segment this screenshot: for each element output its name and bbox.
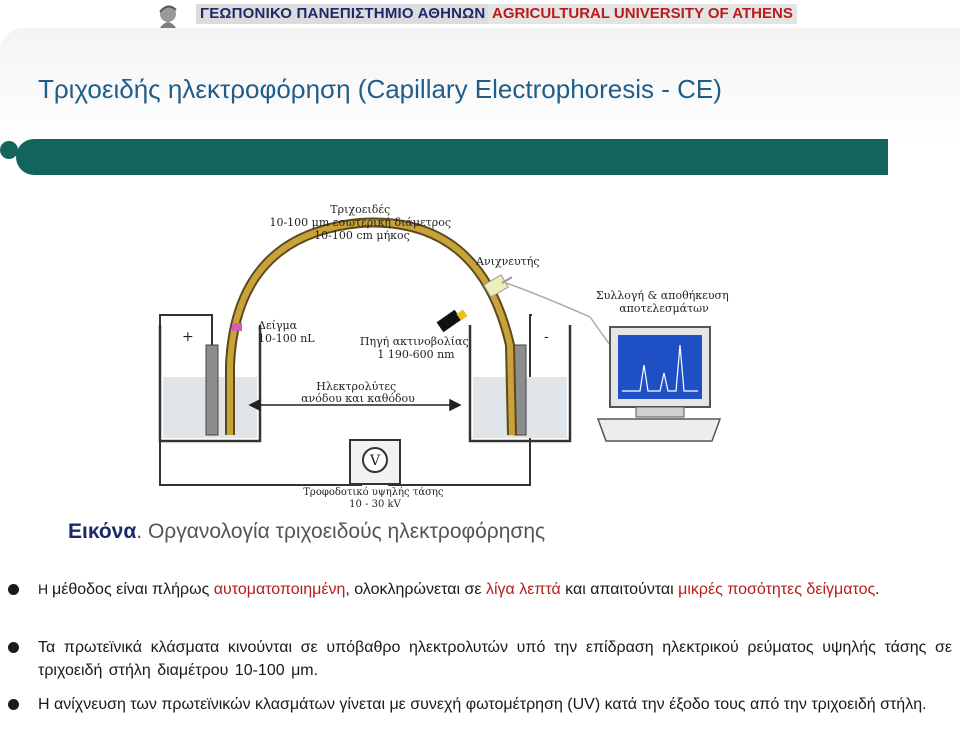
anode-sign: + [182,329,194,345]
bullet-text: Τα πρωτεϊνικά κλάσματα κινούνται σε υπόβ… [38,639,952,679]
detector-cable [505,282,611,346]
caption-prefix: Εικόνα [68,520,137,543]
electrolyte-label: Ηλεκτρολύτες ανόδου και καθόδου [301,380,415,405]
bullet-dot-icon [8,584,19,595]
light-source-label: Πηγή ακτινοβολίας 1 190-600 nm [360,335,472,361]
title-bar [16,139,888,175]
bullet-text: Η μέθοδος είναι πλήρως αυτοματοποιημένη,… [38,578,952,601]
bullet-segment: , ολοκληρώνεται σε [345,581,486,598]
bullet-dot-icon [8,699,19,710]
cathode-beaker [468,325,572,443]
power-supply [349,439,401,485]
title-bar-cap [0,141,18,159]
bullet-highlight: λίγα λεπτά [485,581,561,598]
university-name-english: AGRICULTURAL UNIVERSITY OF ATHENS [488,4,797,24]
bullet-segment: . [875,581,880,598]
slide-title: Τριχοειδής ηλεκτροφόρηση (Capillary Elec… [38,74,722,104]
figure-caption: Εικόνα. Οργανολογία τριχοειδούς ηλεκτροφ… [68,520,545,544]
bullet-3: Η ανίχνευση των πρωτεϊνικών κλασμάτων γί… [8,693,952,716]
anode-beaker [158,325,262,443]
bullet-segment: και απαιτούνται [560,581,679,598]
caption-text: . Οργανολογία τριχοειδούς ηλεκτροφόρησης [136,520,546,543]
sample-marker [232,323,242,331]
university-name-greek: ΓΕΩΠΟΝΙΚΟ ΠΑΝΕΠΙΣΤΗΜΙΟ ΑΘΗΝΩΝ [196,4,490,24]
header: ΓΕΩΠΟΝΙΚΟ ΠΑΝΕΠΙΣΤΗΜΙΟ ΑΘΗΝΩΝ AGRICULTUR… [0,0,960,44]
bullet-dot-icon [8,642,19,653]
computer-icon [596,326,722,442]
sample-label: Δείγμα 10-100 nL [258,319,315,345]
electrolyte-arrow [248,398,462,412]
capillary-label: Τριχοειδές 10-100 μm εσωτερική διάμετρος… [269,203,454,242]
detector-label: Ανιχνευτής [475,255,540,268]
bullet-1: Η μέθοδος είναι πλήρως αυτοματοποιημένη,… [8,578,952,601]
bullet-segment: Η [38,581,52,597]
ce-instrument-diagram: Τριχοειδές 10-100 μm εσωτερική διάμετρος… [158,203,732,510]
cathode-sign: - [544,329,549,345]
data-storage-label: Συλλογή & αποθήκευση αποτελεσμάτων [596,289,732,315]
bullet-highlight: μικρές ποσότητες δείγματος [678,581,876,598]
bullet-text: Η ανίχνευση των πρωτεϊνικών κλασμάτων γί… [38,696,927,713]
bullet-highlight: αυτοματοποιημένη [213,581,346,598]
power-supply-label: Τροφοδοτικό υψηλής τάσης 10 - 30 kV [303,487,446,510]
voltmeter-label: V [369,453,381,469]
light-source [436,309,462,333]
bullet-segment: μέθοδος είναι πλήρως [52,581,214,598]
bullet-2: Τα πρωτεϊνικά κλάσματα κινούνται σε υπόβ… [8,636,952,682]
